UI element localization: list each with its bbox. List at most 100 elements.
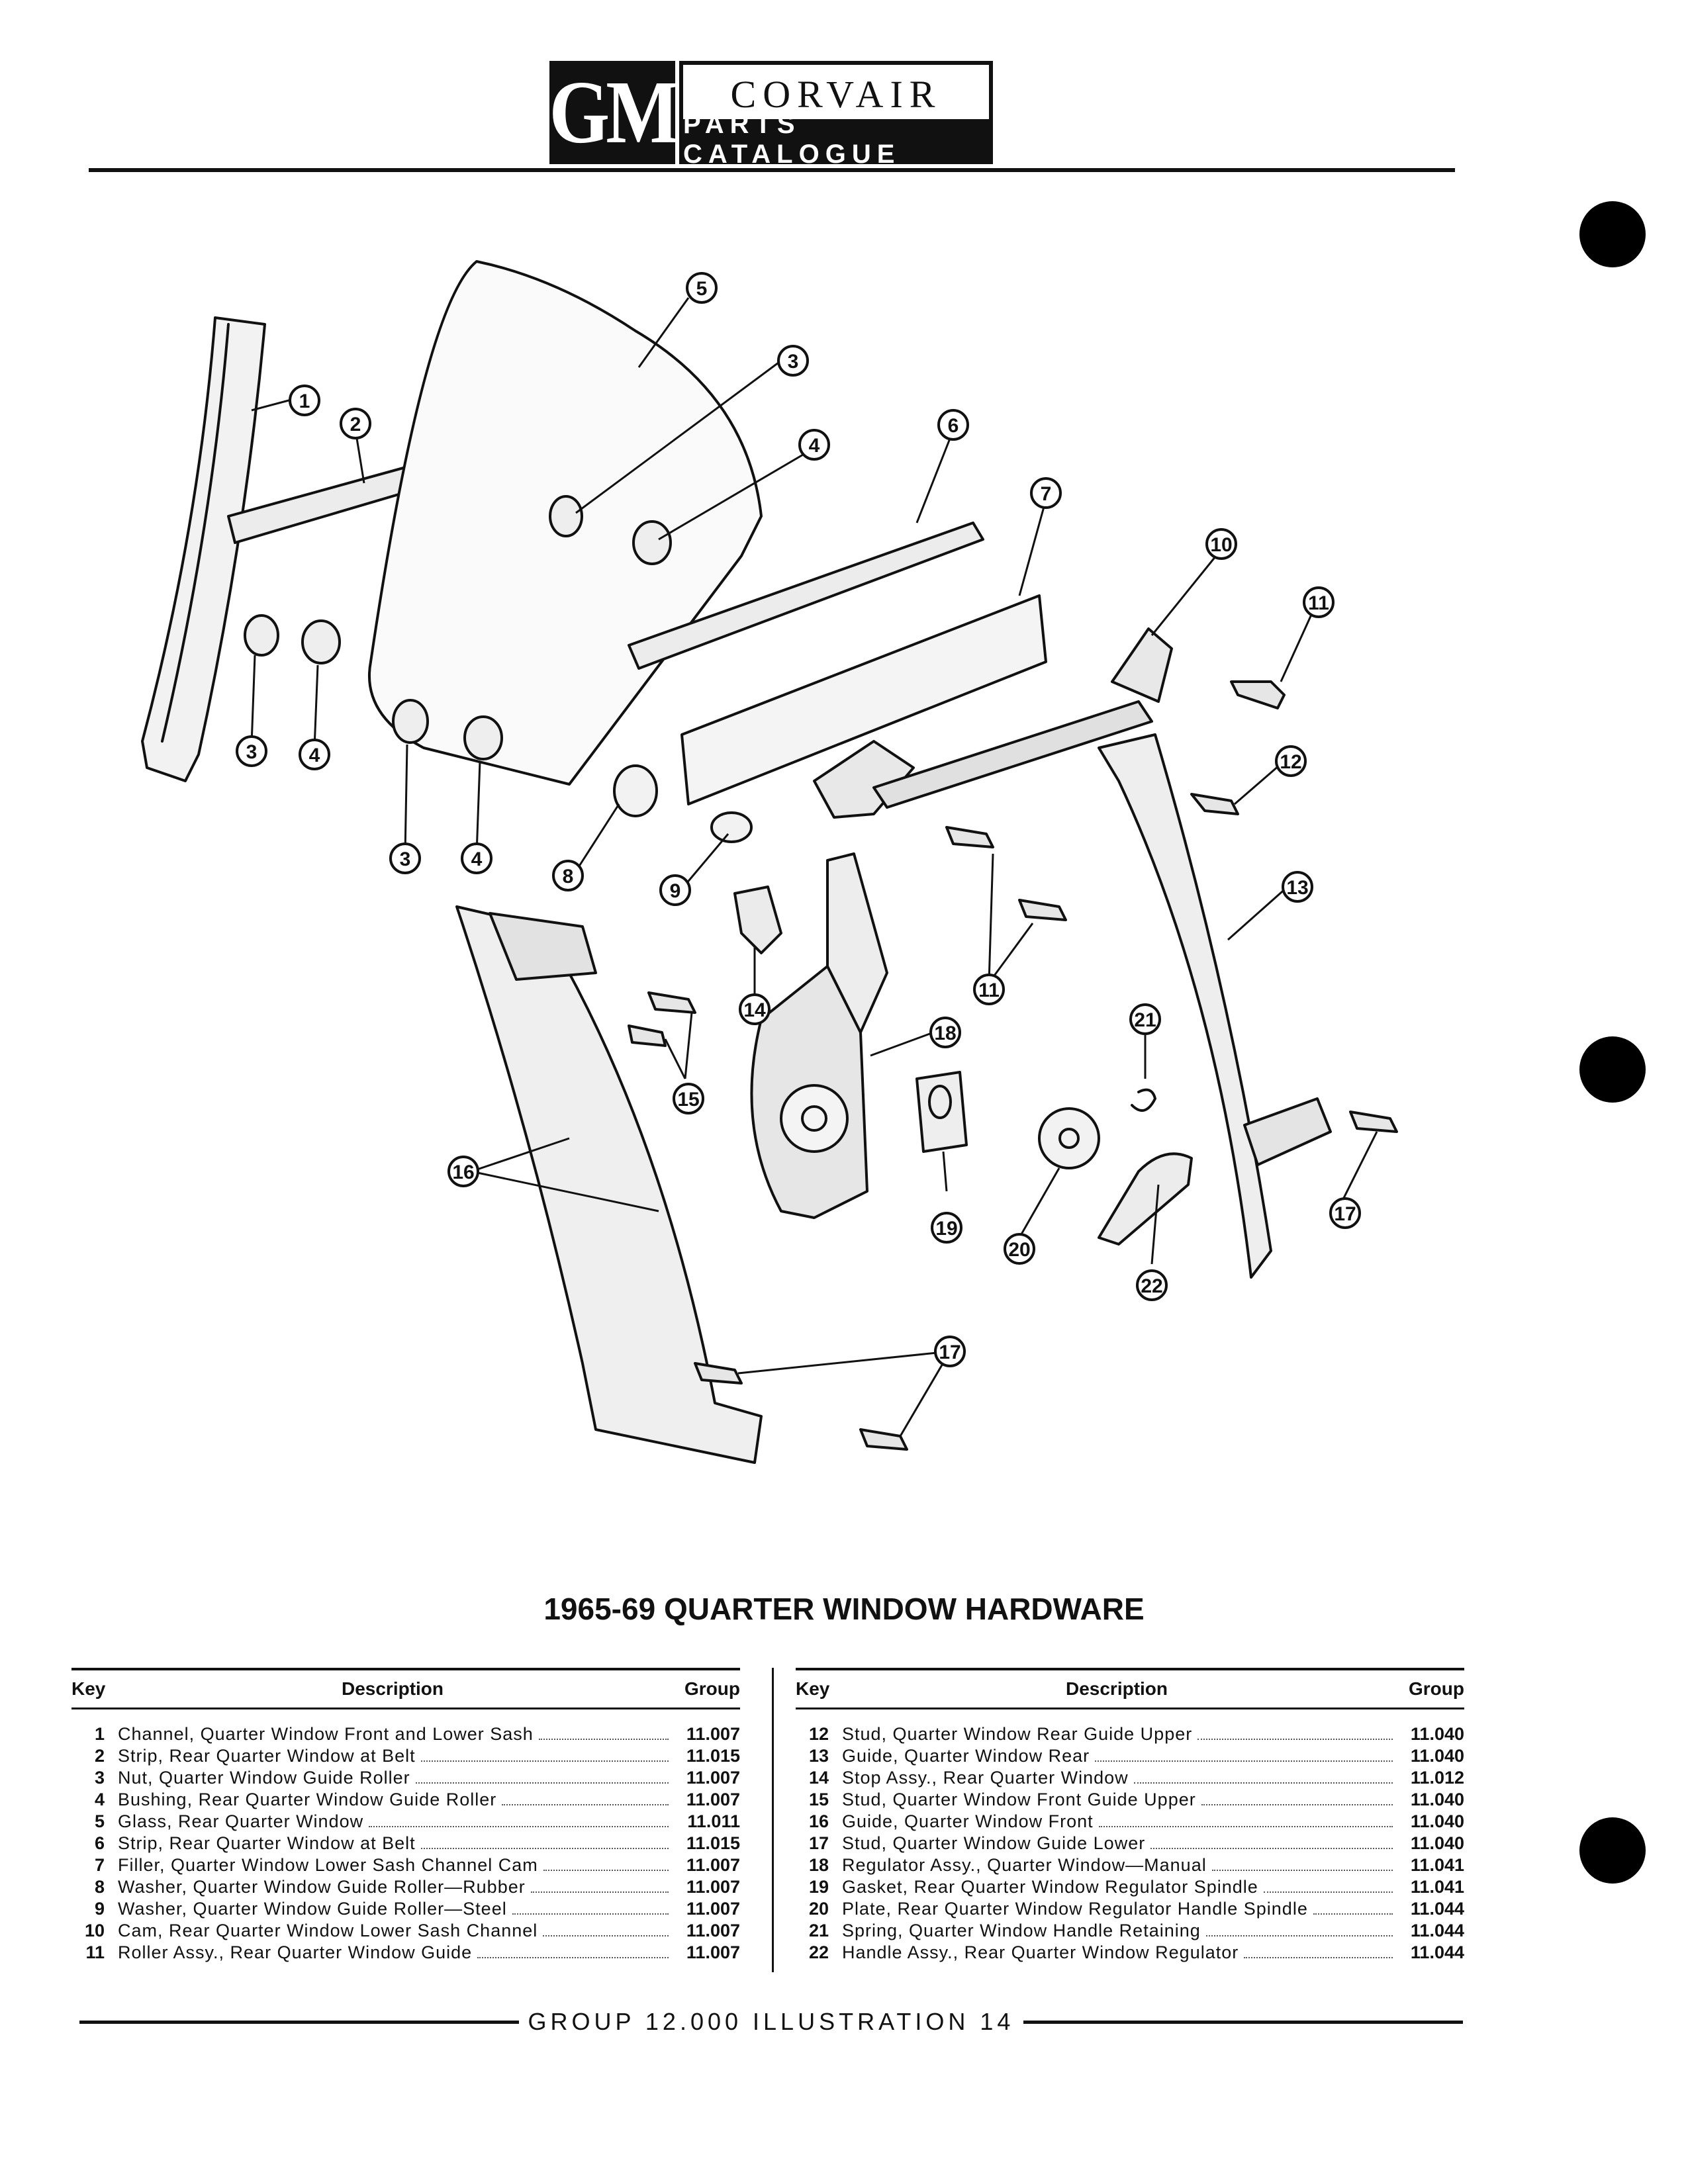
description-header: Description: [341, 1678, 444, 1699]
callout-11: 11: [1303, 586, 1335, 618]
dot-leader: [1263, 1891, 1393, 1893]
part-key: 4: [94, 1790, 105, 1809]
table-row: 4 Bushing, Rear Quarter Window Guide Roll…: [71, 1790, 740, 1811]
catalogue-header: GM CORVAIR PARTS CATALOGUE: [549, 61, 993, 169]
part-description: Cam, Rear Quarter Window Lower Sash Chan…: [118, 1921, 538, 1940]
catalogue-title: CORVAIR: [730, 72, 942, 116]
handle-plate-part: [1038, 1107, 1100, 1169]
callout-11: 11: [973, 974, 1005, 1005]
part-description-cell: Channel, Quarter Window Front and Lower …: [118, 1724, 674, 1745]
svg-text:9: 9: [670, 880, 681, 902]
rear-guide-part: [1098, 733, 1272, 1279]
callout-14: 14: [739, 993, 771, 1025]
part-group: 11.007: [686, 1877, 740, 1897]
part-key: 10: [84, 1921, 105, 1940]
rubber-washer-part: [613, 764, 658, 817]
table-row: 10 Cam, Rear Quarter Window Lower Sash Ch…: [71, 1921, 740, 1942]
part-description: Stud, Quarter Window Guide Lower: [842, 1833, 1146, 1853]
group-header: Group: [684, 1678, 740, 1699]
part-description: Gasket, Rear Quarter Window Regulator Sp…: [842, 1877, 1258, 1897]
callout-1: 1: [289, 385, 320, 416]
part-description: Spring, Quarter Window Handle Retaining: [842, 1921, 1201, 1940]
part-description-cell: Regulator Assy., Quarter Window—Manual: [842, 1855, 1398, 1876]
callout-4: 4: [299, 739, 330, 770]
callout-19: 19: [931, 1212, 962, 1244]
part-key: 6: [94, 1833, 105, 1853]
part-key: 21: [808, 1921, 829, 1940]
part-description: Stud, Quarter Window Front Guide Upper: [842, 1790, 1196, 1809]
callout-12: 12: [1275, 745, 1307, 777]
svg-text:2: 2: [350, 414, 361, 435]
footer-label: GROUP 12.000 ILLUSTRATION 14: [528, 2008, 1015, 2035]
page-footer: GROUP 12.000 ILLUSTRATION 14: [79, 2005, 1463, 2038]
part-description-cell: Cam, Rear Quarter Window Lower Sash Chan…: [118, 1921, 674, 1941]
svg-text:13: 13: [1286, 877, 1308, 899]
dot-leader: [1244, 1957, 1393, 1958]
part-description-cell: Bushing, Rear Quarter Window Guide Rolle…: [118, 1790, 674, 1810]
part-description-cell: Strip, Rear Quarter Window at Belt: [118, 1833, 674, 1854]
dot-leader: [502, 1804, 669, 1805]
svg-text:16: 16: [452, 1161, 474, 1183]
part-group: 11.007: [686, 1768, 740, 1788]
dot-leader: [415, 1782, 669, 1784]
svg-text:12: 12: [1280, 751, 1301, 773]
part-group: 11.011: [687, 1811, 740, 1831]
part-key: 3: [94, 1768, 105, 1788]
callout-4: 4: [461, 842, 492, 874]
part-key: 8: [94, 1877, 105, 1897]
part-description: Strip, Rear Quarter Window at Belt: [118, 1833, 416, 1853]
footer-rule: [1023, 2020, 1463, 2024]
table-header: Key Description Group: [71, 1670, 740, 1707]
part-description: Channel, Quarter Window Front and Lower …: [118, 1724, 534, 1744]
part-group: 11.007: [686, 1855, 740, 1875]
part-description-cell: Stud, Quarter Window Guide Lower: [842, 1833, 1398, 1854]
part-description: Roller Assy., Rear Quarter Window Guide: [118, 1942, 473, 1962]
table-row: 6 Strip, Rear Quarter Window at Belt 11.01…: [71, 1833, 740, 1855]
callout-22: 22: [1136, 1269, 1168, 1301]
sash-filler-part: [680, 594, 1047, 805]
part-description: Stop Assy., Rear Quarter Window: [842, 1768, 1129, 1788]
part-key: 15: [808, 1790, 829, 1809]
part-key: 13: [808, 1746, 829, 1766]
callout-17: 17: [934, 1336, 966, 1367]
part-group: 11.015: [686, 1833, 740, 1853]
table-row: 7 Filler, Quarter Window Lower Sash Chann…: [71, 1855, 740, 1877]
dot-leader: [1205, 1935, 1393, 1936]
part-description-cell: Guide, Quarter Window Rear: [842, 1746, 1398, 1766]
front-guide-part: [455, 905, 763, 1464]
dot-leader: [543, 1935, 669, 1936]
gm-logo-text: GM: [549, 62, 679, 162]
part-group: 11.044: [1410, 1942, 1464, 1962]
part-description-cell: Plate, Rear Quarter Window Regulator Han…: [842, 1899, 1398, 1919]
svg-text:3: 3: [246, 741, 258, 763]
spindle-gasket-part: [915, 1071, 968, 1153]
part-group: 11.007: [686, 1899, 740, 1919]
dot-leader: [512, 1913, 669, 1915]
part-group: 11.040: [1410, 1833, 1464, 1853]
part-group: 11.015: [686, 1746, 740, 1766]
part-key: 17: [808, 1833, 829, 1853]
part-description: Guide, Quarter Window Rear: [842, 1746, 1090, 1766]
table-rule: [796, 1707, 1464, 1709]
dot-leader: [543, 1870, 669, 1871]
svg-text:18: 18: [934, 1023, 956, 1044]
callout-15: 15: [673, 1083, 704, 1115]
part-group: 11.012: [1410, 1768, 1464, 1788]
callout-8: 8: [552, 860, 584, 891]
part-key: 7: [94, 1855, 105, 1875]
title-box: CORVAIR PARTS CATALOGUE: [679, 61, 993, 169]
svg-text:21: 21: [1134, 1009, 1156, 1031]
part-description-cell: Strip, Rear Quarter Window at Belt: [118, 1746, 674, 1766]
callout-6: 6: [937, 409, 969, 441]
svg-text:3: 3: [400, 848, 411, 870]
svg-text:22: 22: [1141, 1275, 1162, 1297]
part-description-cell: Handle Assy., Rear Quarter Window Regula…: [842, 1942, 1398, 1963]
footer-rule: [79, 2020, 519, 2024]
part-description-cell: Filler, Quarter Window Lower Sash Channe…: [118, 1855, 674, 1876]
dot-leader: [1201, 1804, 1393, 1805]
key-header: Key: [796, 1678, 830, 1699]
